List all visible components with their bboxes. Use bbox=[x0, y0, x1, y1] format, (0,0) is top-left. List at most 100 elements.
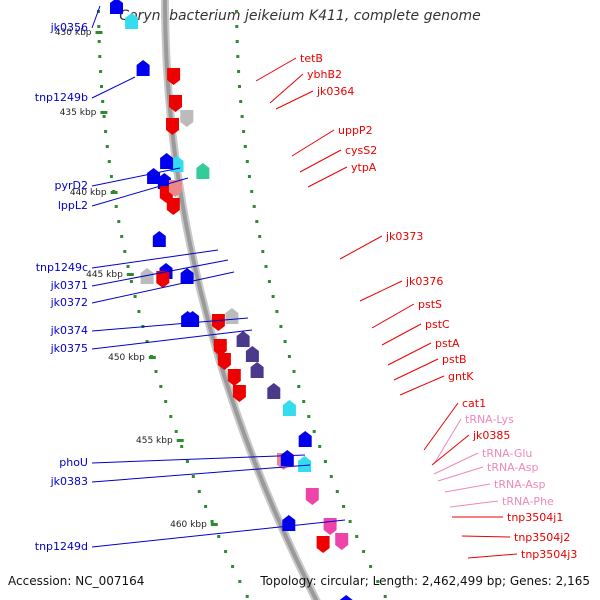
gene-feature bbox=[339, 595, 353, 600]
gene-feature bbox=[169, 95, 182, 112]
scale-tick-mark bbox=[148, 356, 156, 359]
gene-feature bbox=[147, 168, 161, 184]
gene-feature bbox=[245, 346, 259, 362]
genome-backbone-shadow bbox=[161, 0, 321, 600]
right-label-leader bbox=[393, 358, 439, 381]
gene-label-lppL2: lppL2 bbox=[58, 199, 88, 212]
left-label-leader bbox=[91, 329, 253, 350]
gene-label-tRNA-Glu: tRNA-Glu bbox=[482, 447, 532, 460]
right-label-leader bbox=[387, 342, 432, 366]
right-label-leader bbox=[381, 323, 422, 346]
scale-tick-label: 460 kbp bbox=[170, 520, 207, 530]
scale-tick-label: 450 kbp bbox=[108, 353, 145, 363]
gene-label-pstB: pstB bbox=[442, 353, 467, 366]
gene-label-jk0356: jk0356 bbox=[50, 21, 88, 34]
gene-label-jk0372: jk0372 bbox=[50, 296, 88, 309]
gene-feature bbox=[166, 118, 179, 135]
left-label-leader bbox=[91, 249, 219, 269]
gene-feature bbox=[298, 431, 312, 447]
scale-tick-label: 440 kbp bbox=[70, 188, 107, 198]
scale-tick-label: 455 kbp bbox=[136, 436, 173, 446]
left-label-leader bbox=[91, 5, 101, 29]
outer-right-scale-track bbox=[235, 10, 387, 598]
left-label-leader bbox=[91, 464, 311, 483]
left-label-leader bbox=[91, 271, 235, 304]
gene-feature bbox=[316, 536, 330, 553]
right-label-leader bbox=[307, 166, 348, 188]
right-label-leader bbox=[461, 535, 511, 538]
gene-label-gntK: gntK bbox=[448, 370, 474, 383]
scale-tick-mark bbox=[210, 523, 218, 526]
right-label-leader bbox=[423, 402, 459, 451]
gene-feature bbox=[168, 180, 182, 197]
right-label-leader bbox=[339, 235, 383, 260]
gene-label-ybhB2: ybhB2 bbox=[307, 68, 342, 81]
scale-tick-label: 445 kbp bbox=[86, 270, 123, 280]
gene-label-pstS: pstS bbox=[418, 298, 442, 311]
gene-feature bbox=[298, 456, 312, 472]
scale-tick-label: 430 kbp bbox=[55, 28, 92, 38]
gene-label-tRNA-Lys: tRNA-Lys bbox=[465, 413, 514, 426]
gene-label-tnp3504j1: tnp3504j1 bbox=[507, 511, 563, 524]
gene-feature bbox=[250, 362, 264, 378]
left-label-leader bbox=[91, 76, 136, 99]
gene-feature bbox=[156, 271, 170, 288]
right-label-leader bbox=[437, 466, 484, 482]
gene-feature bbox=[157, 173, 171, 189]
gene-label-jk0373: jk0373 bbox=[385, 230, 423, 243]
left-label-leader bbox=[91, 519, 346, 548]
gene-label-ytpA: ytpA bbox=[351, 161, 377, 174]
gene-label-pstC: pstC bbox=[425, 318, 450, 331]
gene-label-pstA: pstA bbox=[435, 337, 460, 350]
gene-feature bbox=[323, 518, 337, 535]
right-label-leader bbox=[255, 57, 297, 82]
gene-feature bbox=[110, 0, 123, 14]
gene-label-tnp1249d: tnp1249d bbox=[35, 540, 88, 553]
gene-label-jk0383: jk0383 bbox=[50, 475, 88, 488]
gene-label-uppP2: uppP2 bbox=[338, 124, 373, 137]
gene-label-jk0376: jk0376 bbox=[405, 275, 443, 288]
gene-feature bbox=[232, 385, 246, 402]
scale-tick-mark bbox=[126, 273, 134, 276]
gene-feature bbox=[160, 153, 174, 169]
gene-feature bbox=[211, 314, 225, 331]
gene-feature bbox=[180, 110, 194, 127]
gene-feature bbox=[282, 515, 296, 531]
gene-label-tnp3504j2: tnp3504j2 bbox=[514, 531, 570, 544]
right-label-leader bbox=[371, 303, 415, 329]
gene-feature bbox=[217, 353, 231, 370]
right-label-leader bbox=[399, 375, 445, 396]
gene-feature bbox=[282, 400, 296, 416]
gene-feature bbox=[136, 60, 150, 76]
left-label-leader bbox=[91, 317, 249, 332]
gene-feature bbox=[166, 198, 180, 215]
right-label-leader bbox=[269, 73, 304, 104]
gene-label-jk0385: jk0385 bbox=[472, 429, 510, 442]
accession-label: Accession: NC_007164 bbox=[8, 574, 145, 588]
gene-feature bbox=[236, 331, 250, 347]
scale-tick-mark bbox=[100, 111, 108, 114]
gene-label-pyrD2: pyrD2 bbox=[55, 179, 88, 192]
gene-label-tRNA-Asp: tRNA-Asp bbox=[494, 478, 545, 491]
genome-backbone bbox=[163, 0, 319, 600]
gene-label-jk0375: jk0375 bbox=[50, 342, 88, 355]
right-label-leader bbox=[299, 149, 342, 173]
gene-feature bbox=[196, 163, 210, 179]
right-label-leader bbox=[291, 129, 335, 157]
gene-label-jk0371: jk0371 bbox=[50, 279, 88, 292]
gene-feature bbox=[225, 308, 239, 324]
topology-summary: Topology: circular; Length: 2,462,499 bp… bbox=[260, 574, 590, 588]
gene-label-jk0374: jk0374 bbox=[50, 324, 88, 337]
scale-tick-mark bbox=[110, 191, 118, 194]
outer-left-scale-track bbox=[97, 10, 249, 598]
gene-feature bbox=[140, 268, 154, 284]
gene-feature bbox=[227, 369, 241, 386]
gene-label-tRNA-Asp: tRNA-Asp bbox=[487, 461, 538, 474]
gene-feature bbox=[335, 533, 349, 550]
map-title: Corynebacterium jeikeium K411, complete … bbox=[119, 8, 481, 24]
gene-label-tnp1249c: tnp1249c bbox=[36, 261, 88, 274]
right-label-leader bbox=[433, 418, 462, 465]
right-label-leader bbox=[359, 280, 403, 302]
left-label-leader bbox=[91, 259, 229, 287]
